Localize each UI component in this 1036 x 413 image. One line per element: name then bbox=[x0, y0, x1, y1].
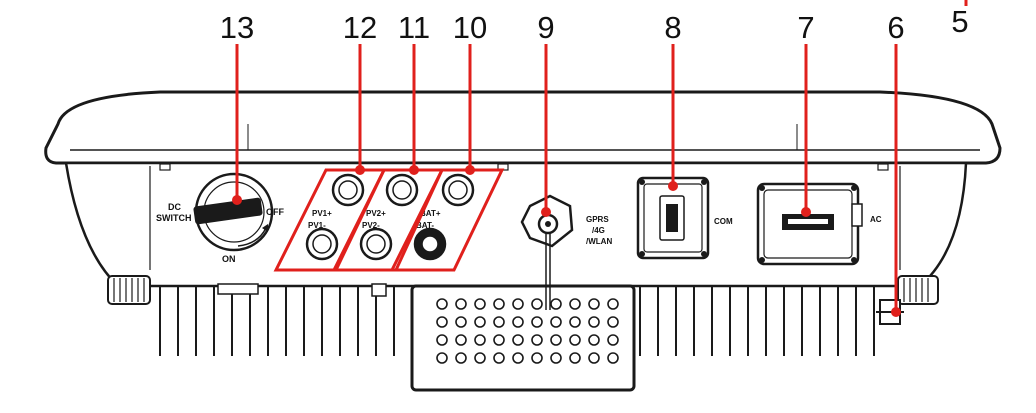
com-port bbox=[636, 176, 710, 260]
antenna-label-line3: /WLAN bbox=[586, 237, 612, 246]
ac-label: AC bbox=[870, 215, 882, 224]
pv2-minus-label: PV2- bbox=[362, 221, 380, 230]
screw bbox=[159, 163, 171, 171]
pv2-connectors bbox=[359, 173, 419, 261]
callout-13: 13 bbox=[220, 10, 254, 45]
callout-6: 6 bbox=[887, 10, 904, 45]
pv1-connectors bbox=[305, 173, 365, 261]
com-label: COM bbox=[714, 217, 733, 226]
callout-leaders bbox=[235, 0, 968, 312]
vent-holes bbox=[436, 298, 619, 364]
bat-plus-label: BAT+ bbox=[420, 209, 441, 218]
ac-output-port bbox=[756, 182, 863, 266]
heatsink-fins-left bbox=[159, 286, 395, 356]
callout-10: 10 bbox=[453, 10, 487, 45]
dc-switch-label-line2: SWITCH bbox=[156, 213, 192, 223]
callout-12: 12 bbox=[343, 10, 377, 45]
mounting-foot-left bbox=[107, 275, 151, 305]
callout-11: 11 bbox=[398, 10, 430, 45]
callout-dots bbox=[232, 165, 901, 317]
frame-battery bbox=[389, 168, 505, 272]
callout-5: 5 bbox=[951, 4, 968, 39]
antenna-port bbox=[520, 194, 574, 310]
pv1-plus-label: PV1+ bbox=[312, 209, 332, 218]
antenna-label-line1: GPRS bbox=[586, 215, 609, 224]
housing-lid bbox=[44, 90, 1002, 165]
screw bbox=[877, 163, 889, 171]
bracket bbox=[217, 283, 259, 295]
pv1-minus-label: PV1- bbox=[308, 221, 326, 230]
bracket bbox=[371, 283, 387, 297]
bat-minus-label: BAT- bbox=[416, 221, 434, 230]
dc-switch-label-line1: DC bbox=[168, 202, 181, 212]
heatsink-fins-right bbox=[639, 286, 875, 356]
on-label: ON bbox=[222, 254, 236, 264]
off-label: OFF bbox=[266, 207, 284, 217]
body-edge bbox=[149, 166, 901, 270]
battery-connectors bbox=[413, 173, 475, 261]
dc-switch bbox=[193, 172, 274, 252]
antenna-label-line2: /4G bbox=[592, 226, 605, 235]
callout-8: 8 bbox=[664, 10, 681, 45]
pv2-plus-label: PV2+ bbox=[366, 209, 386, 218]
foot-ribs bbox=[903, 278, 929, 302]
callout-9: 9 bbox=[537, 10, 554, 45]
foot-ribs bbox=[113, 278, 145, 302]
callout-7: 7 bbox=[797, 10, 814, 45]
